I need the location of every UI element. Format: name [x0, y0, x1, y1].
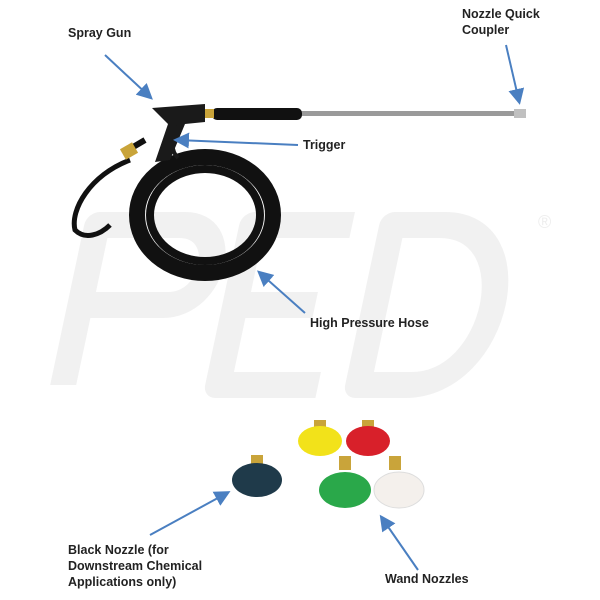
arrow-trigger — [173, 132, 299, 149]
label-hose: High Pressure Hose — [310, 316, 429, 330]
label-nozzle-coupler-1: Nozzle Quick — [462, 7, 540, 21]
arrow-coupler — [505, 44, 525, 105]
red-nozzle — [346, 426, 390, 456]
high-pressure-hose — [71, 137, 281, 281]
label-black-nozzle-2: Downstream Chemical — [68, 559, 203, 573]
nozzles — [232, 420, 425, 509]
green-nozzle — [319, 472, 371, 508]
nozzle-quick-coupler — [514, 109, 526, 118]
arrow-spray-gun — [104, 54, 153, 100]
trigger — [170, 125, 180, 160]
arrow-hose — [257, 270, 306, 314]
wand-grip — [212, 108, 302, 120]
yellow-nozzle — [298, 426, 342, 456]
label-wand-nozzles: Wand Nozzles — [385, 572, 469, 586]
label-black-nozzle-3: Applications only) — [68, 575, 177, 589]
arrow-wand-nozzles — [379, 514, 419, 571]
label-spray-gun: Spray Gun — [68, 26, 132, 40]
callout-arrows — [104, 44, 525, 571]
label-nozzle-coupler-2: Coupler — [462, 23, 510, 37]
white-nozzle — [373, 471, 425, 509]
label-trigger: Trigger — [303, 138, 346, 152]
arrow-black-nozzle — [149, 491, 231, 536]
registered-mark: ® — [538, 212, 552, 232]
label-black-nozzle-1: Black Nozzle (for — [68, 543, 169, 557]
black-nozzle — [232, 463, 282, 497]
wand-rod — [300, 111, 515, 116]
